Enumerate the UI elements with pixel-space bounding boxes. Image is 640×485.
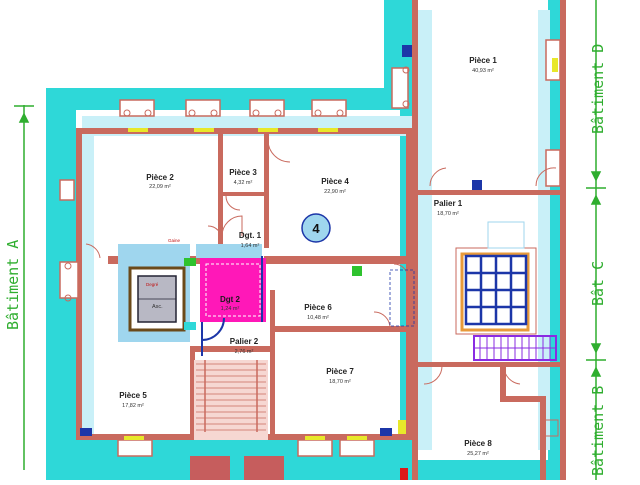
room-palier-1-area: 18,70 m² bbox=[437, 211, 459, 217]
room-piece-4-area: 22,90 m² bbox=[324, 189, 346, 195]
room-piece-7-name: Pièce 7 bbox=[326, 367, 354, 376]
room-piece-8-name: Pièce 8 bbox=[464, 439, 492, 448]
building-dimension-lines bbox=[14, 0, 606, 480]
lift-label: Asc. bbox=[152, 304, 163, 310]
room-piece-5-name: Pièce 5 bbox=[119, 391, 147, 400]
floor-marker: 4 bbox=[301, 213, 331, 243]
callout-gaine: Gaine bbox=[168, 238, 181, 243]
label-batiment-a: Bâtiment A bbox=[4, 240, 22, 330]
callout-degre: Degré bbox=[146, 282, 159, 287]
room-dgt-1-area: 1,64 m² bbox=[241, 243, 260, 249]
palier2-frame bbox=[201, 256, 263, 356]
svg-text:4: 4 bbox=[312, 221, 320, 236]
dgt2-zone bbox=[196, 244, 266, 322]
room-piece-1-area: 40,93 m² bbox=[472, 68, 494, 74]
label-batiment-d: Bâtiment D bbox=[589, 44, 607, 134]
room-palier-2-area: 2,76 m² bbox=[235, 349, 254, 355]
fixtures bbox=[80, 45, 559, 480]
room-piece-7-area: 18,70 m² bbox=[329, 379, 351, 385]
room-piece-2-name: Pièce 2 bbox=[146, 173, 174, 182]
stairs-south bbox=[190, 360, 284, 480]
room-piece-4-name: Pièce 4 bbox=[321, 177, 349, 186]
room-dgt-2-name: Dgt 2 bbox=[220, 295, 241, 304]
label-bat-c: Bât C bbox=[589, 261, 607, 306]
label-batiment-b: Bâtiment B bbox=[589, 386, 607, 476]
room-piece-5-area: 17,82 m² bbox=[122, 403, 144, 409]
room-piece-6-name: Pièce 6 bbox=[304, 303, 332, 312]
piece6-boundary bbox=[389, 269, 415, 327]
room-dgt-1-name: Dgt. 1 bbox=[239, 231, 262, 240]
room-piece-2-area: 22,09 m² bbox=[149, 184, 171, 190]
stairs-east bbox=[455, 221, 557, 361]
lift-zone bbox=[118, 244, 196, 342]
doors bbox=[85, 139, 557, 385]
interior-lining bbox=[82, 10, 550, 450]
windows bbox=[59, 39, 561, 457]
room-piece-1-name: Pièce 1 bbox=[469, 56, 497, 65]
room-dgt-2-area: 1,24 m² bbox=[221, 306, 240, 312]
room-piece-8-area: 25,27 m² bbox=[467, 451, 489, 457]
room-piece-6-area: 10,48 m² bbox=[307, 315, 329, 321]
room-palier-2-name: Palier 2 bbox=[230, 337, 259, 346]
room-piece-3-area: 4,32 m² bbox=[234, 180, 253, 186]
room-piece-3-name: Pièce 3 bbox=[229, 168, 257, 177]
room-palier-1-name: Palier 1 bbox=[434, 199, 463, 208]
room-labels: Pièce 1 40,93 m² Pièce 2 22,09 m² Pièce … bbox=[119, 56, 497, 457]
